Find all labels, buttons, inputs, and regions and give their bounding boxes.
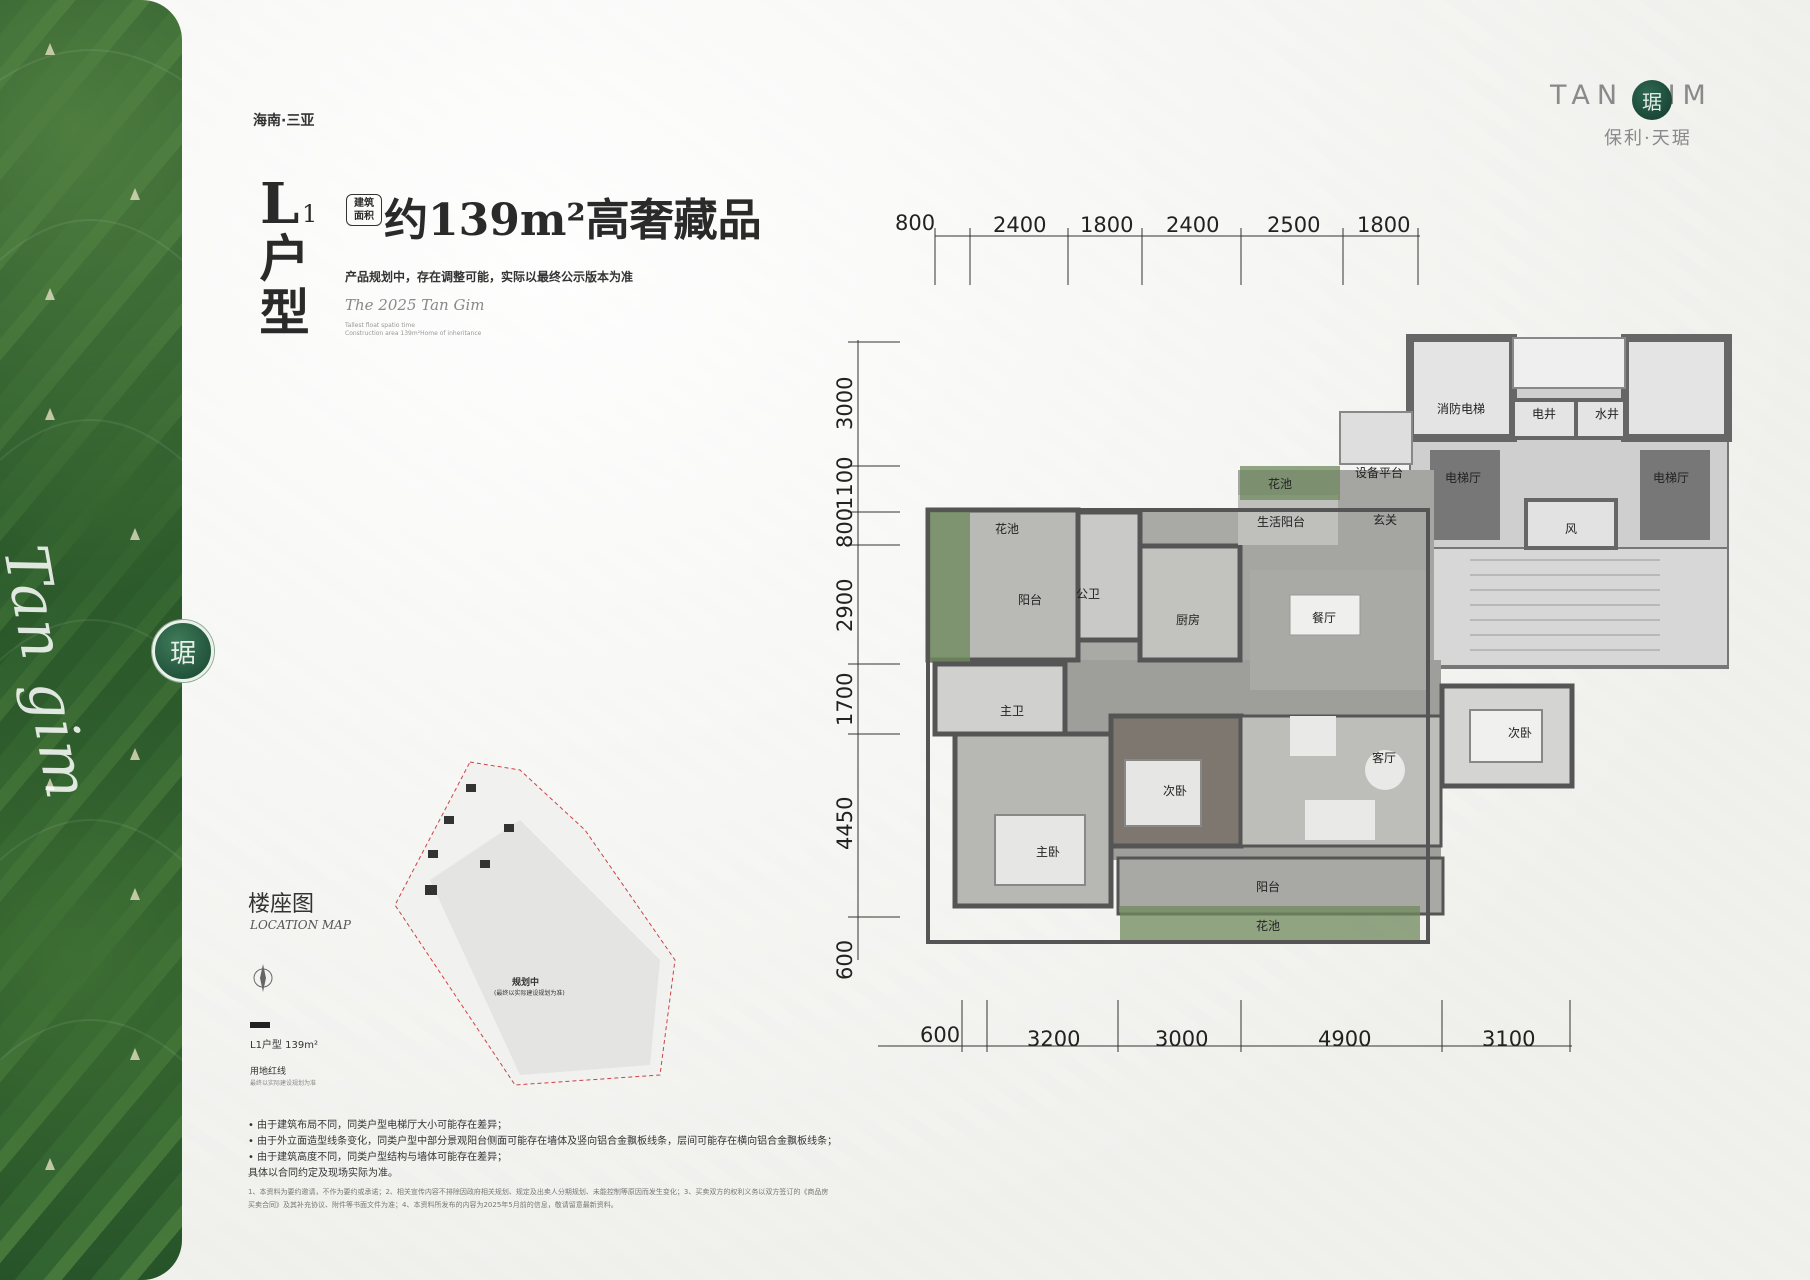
- dim-bottom-3: 4900: [1318, 1027, 1371, 1051]
- fine-print: 1、本资料为要约邀请，不作为要约或承诺；2、相关宣传内容不排除因政府相关规划、规…: [248, 1186, 848, 1212]
- map-planning: 规划中: [512, 976, 539, 988]
- room-wind: 风: [1565, 522, 1577, 536]
- room-elevator-hall-left: 电梯厅: [1445, 471, 1481, 485]
- fine-0: 1、本资料为要约邀请，不作为要约或承诺；2、相关宣传内容不排除因政府相关规划、规…: [248, 1188, 829, 1196]
- plan-walls: [925, 334, 1732, 944]
- badge-line1: 建筑: [354, 198, 374, 209]
- room-second-bed-mid: 次卧: [1163, 784, 1187, 798]
- room-fire-elevator: 消防电梯: [1437, 401, 1485, 416]
- room-kitchen: 厨房: [1176, 612, 1200, 627]
- note-2: • 由于建筑高度不同，同类户型结构与墙体可能存在差异；: [248, 1152, 508, 1163]
- dim-left-0: 3000: [833, 377, 857, 430]
- room-public-bath: 公卫: [1076, 587, 1100, 601]
- brand-name-zh: 保利·天琚: [1604, 128, 1692, 149]
- fine-1: 买卖合同》及其补充协议、附件等书面文件为准；4、本资料所发布的内容为2025年5…: [248, 1201, 618, 1209]
- headline: 约139m²高奢藏品: [384, 195, 762, 246]
- band-emblem-icon: 琚: [152, 620, 214, 682]
- note-0: • 由于建筑布局不同，同类户型电梯厅大小可能存在差异；: [248, 1120, 508, 1131]
- map-planning-sub: (最终以实际建设规划为准): [494, 989, 565, 997]
- unit-type-letter: L: [260, 171, 300, 237]
- room-labels: 消防电梯 电井 水井 设备平台 花池 电梯厅 电梯厅 生活阳台 玄关 风 花池 …: [995, 401, 1689, 933]
- room-master-bed: 主卧: [1036, 845, 1060, 859]
- tagline: The 2025 Tan Gim: [345, 296, 485, 314]
- dim-bottom-2: 3000: [1155, 1027, 1208, 1051]
- room-equipment-platform: 设备平台: [1355, 465, 1403, 480]
- room-planter-bottom: 花池: [1256, 918, 1280, 933]
- disclaimer-notes: • 由于建筑布局不同，同类户型电梯厅大小可能存在差异； • 由于外立面造型线条变…: [248, 1118, 837, 1182]
- room-elec-shaft: 电井: [1532, 407, 1556, 421]
- tiny-caption: Tallest float spatio time Construction a…: [345, 322, 482, 337]
- legend-unit-type: L1户型 139m²: [250, 1040, 318, 1051]
- dim-bottom-4: 3100: [1482, 1027, 1535, 1051]
- planning-notice: 产品规划中，存在调整可能，实际以最终公示版本为准: [345, 270, 634, 284]
- room-balcony-bottom: 阳台: [1256, 879, 1280, 894]
- dim-top-1: 2400: [993, 213, 1046, 237]
- brand-name: TAN GIM: [1550, 80, 1713, 111]
- note-1: • 由于外立面造型线条变化，同类户型中部分景观阳台侧面可能存在墙体及竖向铝合金飘…: [248, 1136, 838, 1147]
- unit-type-zh: 户型: [251, 232, 311, 340]
- room-elevator-hall-right: 电梯厅: [1653, 471, 1689, 485]
- room-water-shaft: 水井: [1595, 407, 1619, 421]
- dim-top-3: 2400: [1166, 213, 1219, 237]
- badge-line2: 面积: [354, 211, 374, 222]
- dim-top-2: 1800: [1080, 213, 1133, 237]
- room-dining: 餐厅: [1312, 610, 1336, 625]
- brand-emblem-icon: 琚: [1632, 80, 1672, 120]
- room-entry: 玄关: [1373, 512, 1397, 527]
- dim-bottom-1: 3200: [1027, 1027, 1080, 1051]
- dim-left-6: 600: [833, 940, 857, 980]
- dim-left-4: 1700: [833, 673, 857, 726]
- location-map-diagram: [250, 761, 676, 1086]
- dim-left-5: 4450: [833, 797, 857, 850]
- dim-bottom-0: 600: [920, 1023, 960, 1047]
- room-planter-left: 花池: [995, 521, 1019, 536]
- room-second-bed-right: 次卧: [1508, 726, 1532, 740]
- unit-type-number: 1: [302, 200, 318, 228]
- dim-top-4: 2500: [1267, 213, 1320, 237]
- bottom-dimensions: 600 3200 3000 4900 3100: [920, 1023, 1535, 1051]
- room-master-bath: 主卫: [1000, 704, 1024, 718]
- green-leaf-band: Tan gim: [0, 0, 182, 1280]
- map-labels: 规划中 (最终以实际建设规划为准): [494, 976, 565, 997]
- dim-top-0: 800: [895, 211, 935, 235]
- room-living-balcony: 生活阳台: [1257, 514, 1305, 529]
- legend-red-line: 用地红线: [250, 1067, 287, 1077]
- room-living: 客厅: [1372, 750, 1396, 765]
- location-map-title: 楼座图: [248, 892, 315, 917]
- leaf-pattern: [0, 43, 182, 1170]
- dimension-lines: [848, 228, 1572, 1052]
- dim-left-2: 800: [833, 508, 857, 548]
- note-3: 具体以合同约定及现场实际为准。: [248, 1168, 398, 1179]
- left-dimensions: 3000 1100 800 2900 1700 4450 600: [833, 377, 857, 980]
- room-balcony-left: 阳台: [1018, 592, 1042, 607]
- dim-left-3: 2900: [833, 579, 857, 632]
- room-planter-top: 花池: [1268, 476, 1292, 491]
- region-label: 海南·三亚: [253, 113, 315, 129]
- location-map-subtitle: LOCATION MAP: [250, 918, 351, 932]
- dim-left-1: 1100: [833, 457, 857, 510]
- top-dimensions: 800 2400 1800 2400 2500 1800: [895, 211, 1410, 237]
- area-badge: 建筑 面积: [346, 194, 382, 226]
- legend-red-line-sub: 最终以实际建设规划为准: [250, 1080, 317, 1087]
- dim-top-5: 1800: [1357, 213, 1410, 237]
